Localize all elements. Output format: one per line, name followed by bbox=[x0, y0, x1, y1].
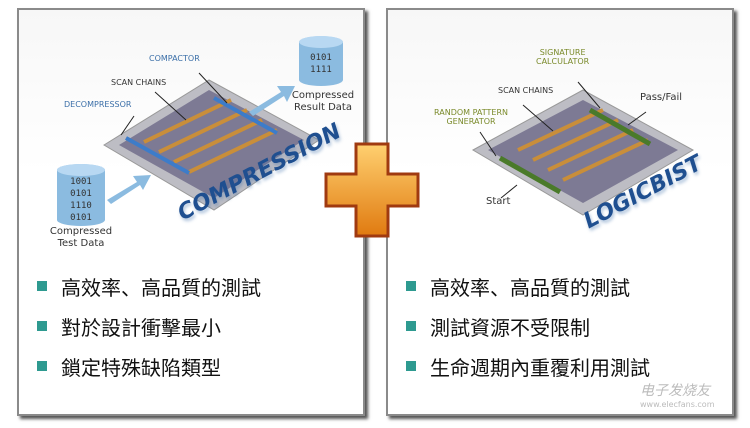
bullet-item: 對於設計衝擊最小 bbox=[37, 306, 261, 346]
input-arrow bbox=[107, 175, 151, 204]
compression-chip-diagram bbox=[57, 36, 343, 226]
pass-fail-label: Pass/Fail bbox=[640, 92, 683, 103]
bullet-square-icon bbox=[406, 361, 416, 371]
watermark: 电子发烧友 www.elecfans.com bbox=[640, 383, 715, 409]
scan-chains-label: SCAN CHAINS bbox=[498, 86, 554, 95]
bullet-square-icon bbox=[37, 321, 47, 331]
bullet-item: 高效率、高品質的測試 bbox=[406, 266, 650, 306]
compactor-label: COMPACTOR bbox=[149, 54, 200, 63]
bullet-item: 生命週期內重覆利用測試 bbox=[406, 346, 650, 386]
plus-icon bbox=[324, 142, 420, 238]
bullet-square-icon bbox=[406, 321, 416, 331]
decompressor-label: DECOMPRESSOR bbox=[64, 100, 132, 109]
logicbist-chip-diagram bbox=[471, 81, 695, 216]
bullet-item: 鎖定特殊缺陷類型 bbox=[37, 346, 261, 386]
signature-bar bbox=[588, 107, 652, 147]
scan-chains-label: SCAN CHAINS bbox=[111, 78, 167, 87]
compression-bullets: 高效率、高品質的測試 對於設計衝擊最小 鎖定特殊缺陷類型 bbox=[37, 266, 261, 386]
bullet-item: 高效率、高品質的測試 bbox=[37, 266, 261, 306]
bullet-square-icon bbox=[37, 281, 47, 291]
output-arrow bbox=[249, 86, 295, 116]
compactor-bar bbox=[213, 96, 278, 135]
rpg-bar bbox=[498, 155, 562, 195]
bullet-square-icon bbox=[406, 281, 416, 291]
start-label: Start bbox=[486, 196, 511, 207]
logicbist-bullets: 高效率、高品質的測試 測試資源不受限制 生命週期內重覆利用測試 bbox=[406, 266, 650, 386]
bullet-square-icon bbox=[37, 361, 47, 371]
decompressor-bar bbox=[125, 136, 190, 175]
bullet-item: 測試資源不受限制 bbox=[406, 306, 650, 346]
